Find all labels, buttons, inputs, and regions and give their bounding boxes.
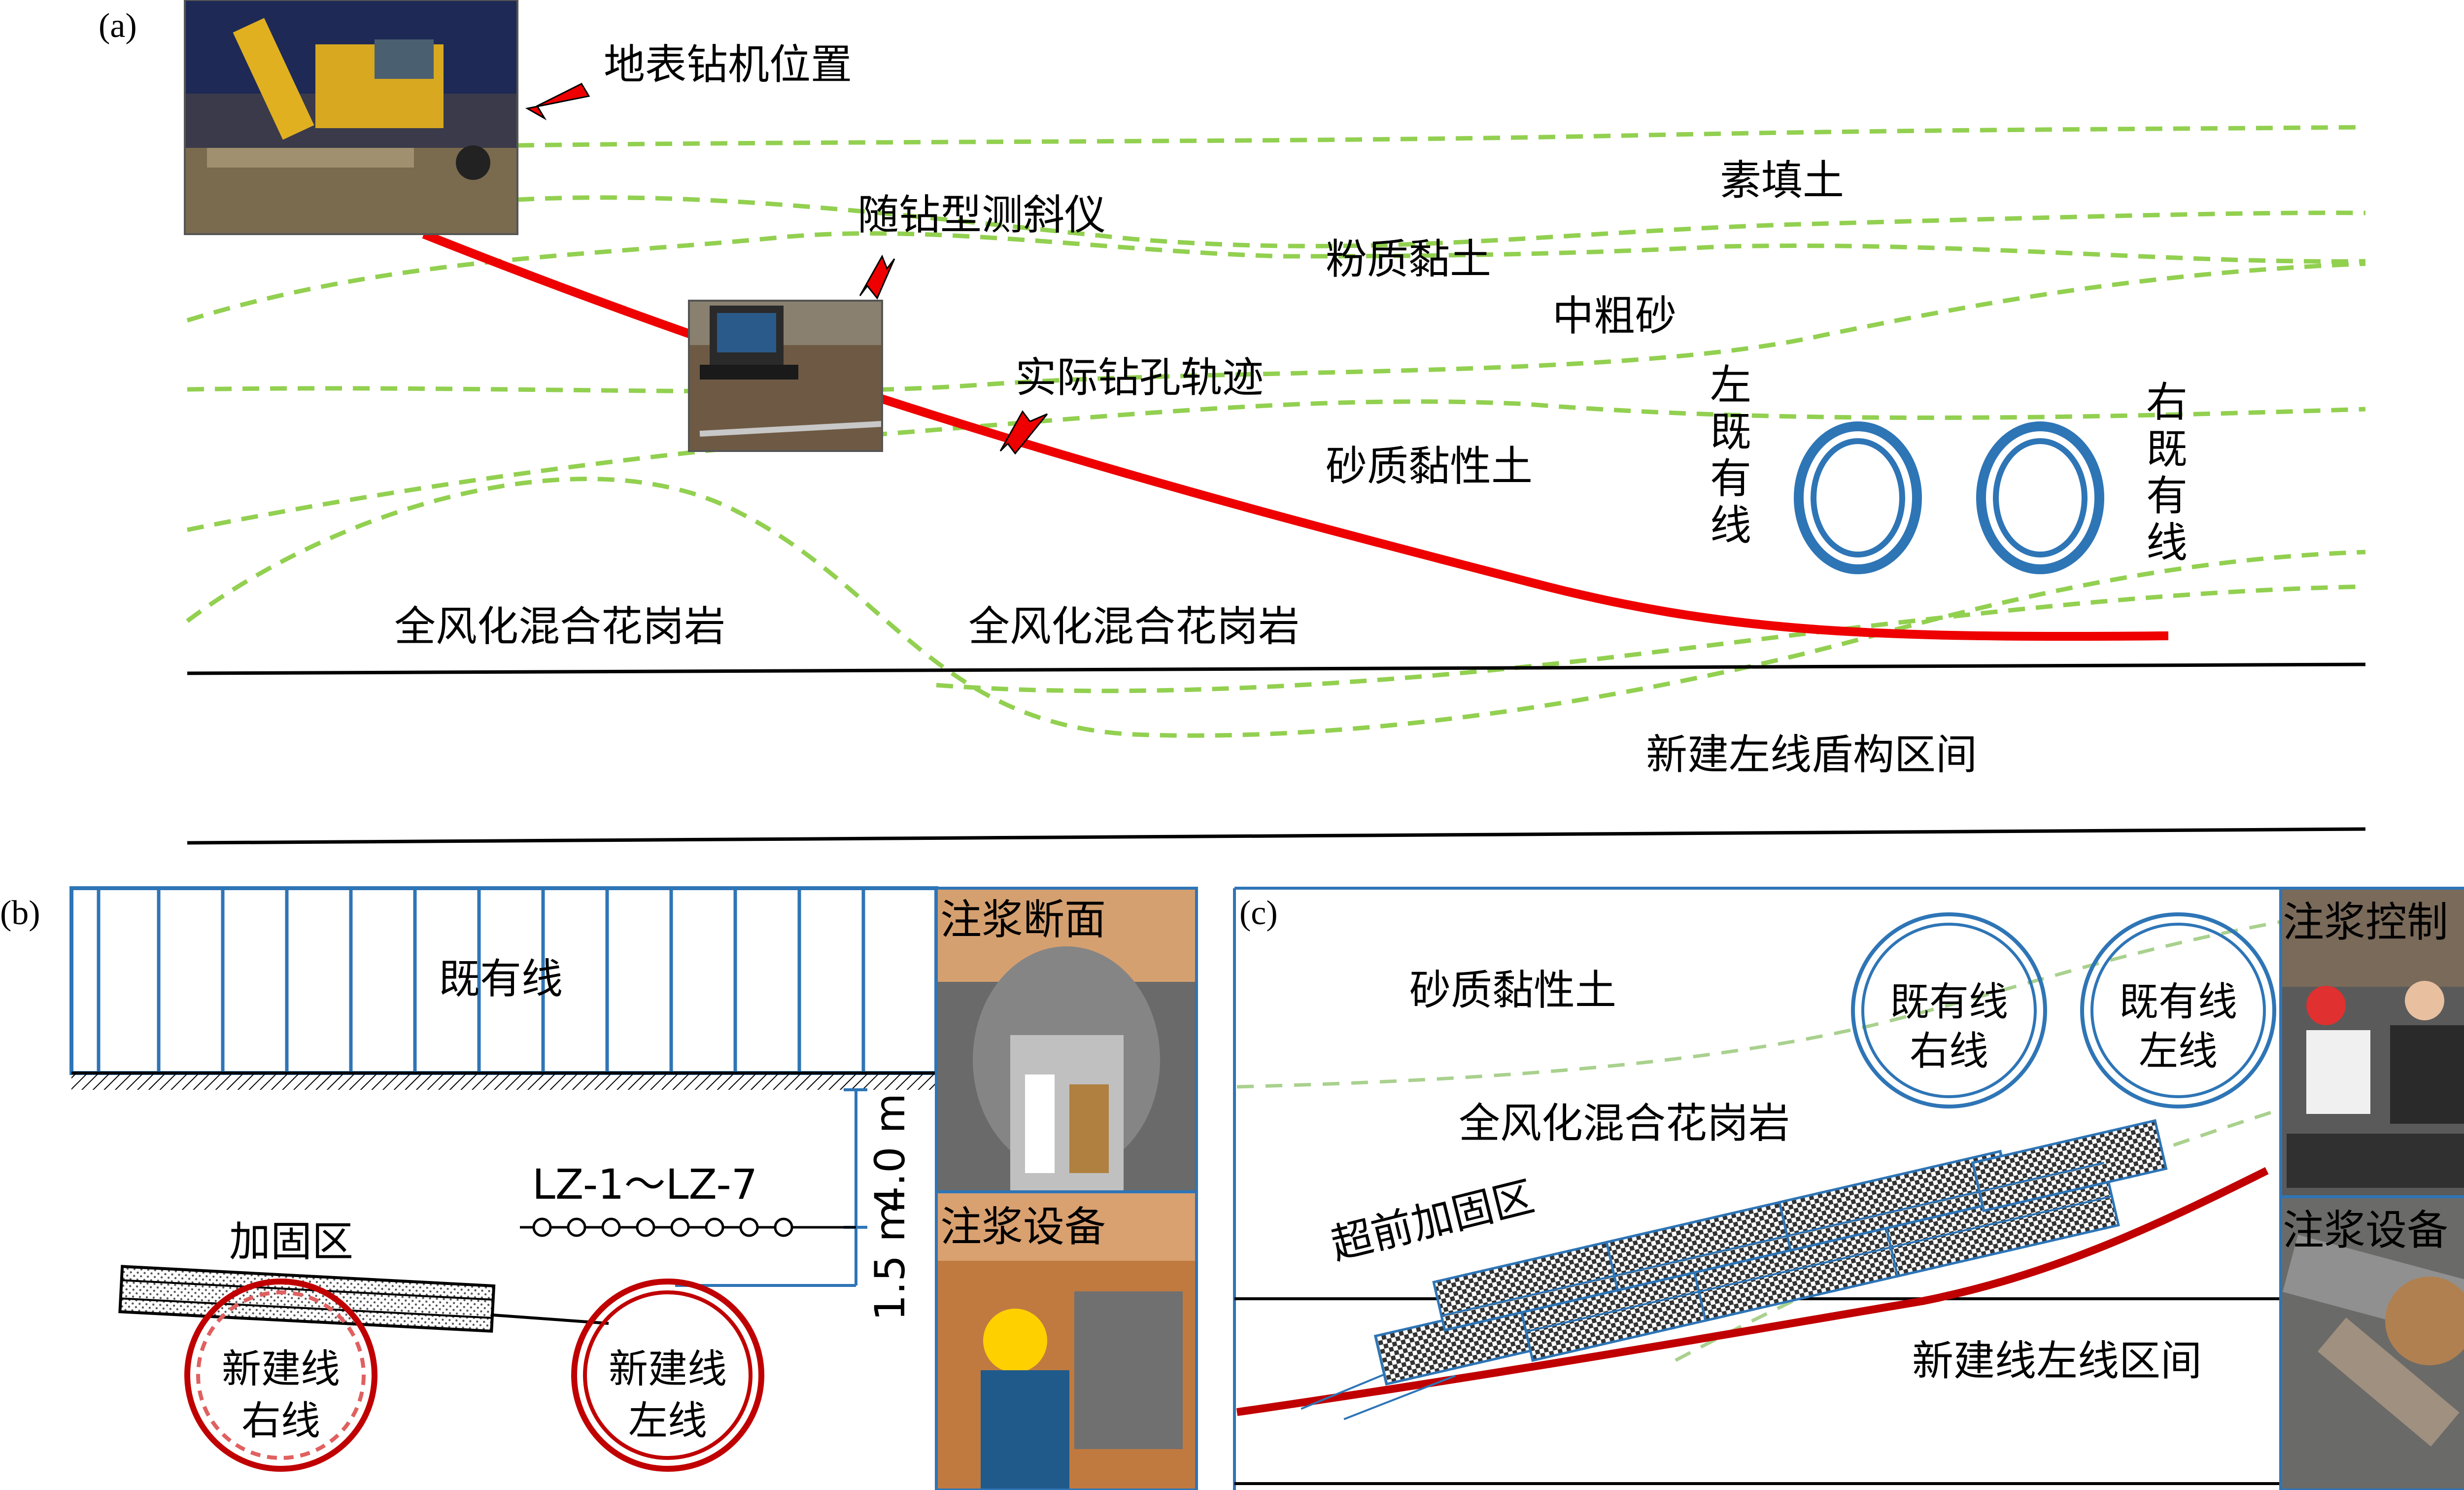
layer-boundary-2 [517, 195, 2366, 248]
c-layer-boundary-1 [1236, 920, 2282, 1089]
layer-boundary-4 [187, 261, 2366, 394]
svg-text:右: 右 [2146, 378, 2188, 426]
label-advance-zone: 超前加固区 [1326, 1172, 1539, 1269]
reinforce-zone [118, 1265, 496, 1333]
layer-boundary-6 [186, 477, 2366, 738]
inclinometer-photo [688, 300, 883, 452]
label-sandy-clay: 砂质黏性土 [1326, 442, 1533, 490]
photo-grouting-section: 注浆断面 [935, 887, 1198, 1193]
svg-text:右线: 右线 [241, 1398, 320, 1444]
label-existing-line: 既有线 [439, 955, 563, 1003]
c-existing-right: 既有线 右线 [1851, 912, 2047, 1109]
panel-b-label: (b) [0, 894, 40, 932]
photo-grouting-equipment-b: 注浆设备 [935, 1190, 1198, 1490]
svg-text:新建线: 新建线 [609, 1346, 727, 1392]
svg-text:左线: 左线 [628, 1398, 707, 1444]
existing-tunnel-left [1794, 421, 1922, 574]
label-photo-grouting-section: 注浆断面 [940, 896, 1106, 944]
arrow-rig [525, 83, 590, 121]
label-photo-grouting-equipment-c: 注浆设备 [2283, 1206, 2448, 1254]
svg-text:有: 有 [2146, 472, 2188, 520]
label-reinforce-zone: 加固区 [229, 1217, 353, 1266]
label-c-sandy-clay: 砂质黏性土 [1409, 966, 1616, 1014]
new-tunnel-right: 新建线 右线 [184, 1279, 377, 1472]
layer-boundary-5 [187, 399, 2366, 532]
svg-text:线: 线 [2146, 519, 2188, 567]
label-silty-clay: 粉质黏土 [1326, 235, 1491, 283]
label-inclinometer: 随钻型测斜仪 [857, 191, 1106, 239]
boundary-line-upper [187, 662, 2366, 675]
label-pipes: LZ-1～LZ-7 [532, 1160, 757, 1209]
svg-text:既: 既 [1710, 408, 1751, 456]
label-actual-track: 实际钻孔轨迹 [1015, 353, 1264, 402]
label-dim-4m: 4.0 m [866, 1093, 914, 1213]
svg-text:线: 线 [1710, 501, 1751, 550]
label-photo-grouting-equipment-b: 注浆设备 [940, 1203, 1106, 1251]
new-tunnel-left: 新建线 左线 [571, 1279, 764, 1472]
label-rig-location: 地表钻机位置 [604, 40, 852, 89]
svg-text:左: 左 [1710, 361, 1751, 409]
ground-hatch [71, 1073, 936, 1090]
svg-text:左线: 左线 [2139, 1028, 2218, 1074]
svg-text:既有线: 既有线 [1890, 979, 2008, 1025]
label-c-granite: 全风化混合花岗岩 [1459, 1099, 1790, 1147]
layer-boundary-1 [517, 125, 2366, 148]
photo-grouting-control: 注浆控制 [2279, 887, 2464, 1198]
c-new-left-track [1236, 1167, 2269, 1416]
existing-line-ribs [97, 888, 865, 1073]
c-existing-left: 既有线 左线 [2080, 912, 2276, 1109]
svg-text:既有线: 既有线 [2119, 979, 2237, 1025]
photo-grouting-equipment-c: 注浆设备 [2279, 1195, 2464, 1490]
panel-c-label: (c) [1239, 894, 1278, 932]
label-left-existing: 左 既 有 线 [1710, 361, 1751, 550]
panel-b: (b) 既有线 4.0 m 1.5 m [0, 886, 1198, 1490]
label-new-left-shield: 新建左线盾构区间 [1646, 730, 1977, 779]
boundary-line-lower [187, 827, 2366, 845]
arrow-track [999, 410, 1048, 455]
svg-text:既: 既 [2146, 425, 2188, 473]
label-dim-1-5m: 1.5 m [866, 1202, 914, 1321]
panel-a-label: (a) [99, 7, 137, 45]
rig-photo [184, 0, 518, 235]
svg-text:有: 有 [1710, 454, 1751, 503]
drill-track [422, 230, 2169, 641]
layer-boundary-3 [186, 231, 2366, 323]
arrow-inclinometer [859, 254, 895, 300]
label-fill-soil: 素填土 [1720, 156, 1844, 205]
panel-c: (c) 超前加固区 既 [1233, 887, 2464, 1490]
layer-boundary-7 [936, 584, 2366, 693]
label-right-existing: 右 既 有 线 [2146, 378, 2188, 567]
label-granite-left: 全风化混合花岗岩 [394, 602, 725, 651]
panel-a: (a) [99, 0, 2366, 845]
svg-text:新建线: 新建线 [222, 1346, 340, 1392]
label-granite-mid: 全风化混合花岗岩 [968, 602, 1300, 651]
grouting-pipes [532, 1217, 793, 1237]
advance-reinforce-zone [1300, 1119, 2168, 1421]
existing-tunnel-right [1976, 421, 2104, 574]
svg-text:右线: 右线 [1910, 1028, 1988, 1074]
label-photo-grouting-control: 注浆控制 [2283, 898, 2448, 946]
label-coarse-sand: 中粗砂 [1552, 292, 1677, 340]
label-c-new-left-section: 新建线左线区间 [1912, 1337, 2202, 1385]
